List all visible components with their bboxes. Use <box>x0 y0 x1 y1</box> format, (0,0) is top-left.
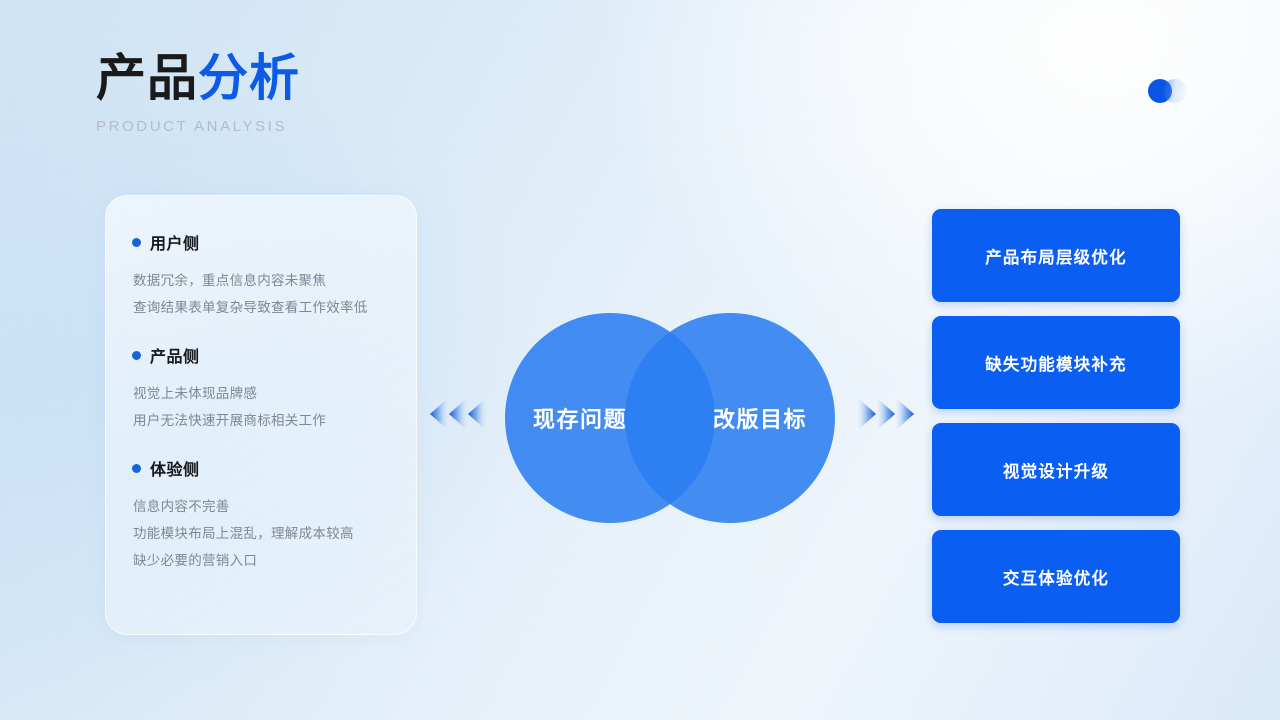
issue-line: 数据冗余，重点信息内容未聚焦 <box>133 273 327 288</box>
page-title-blue-part: 分析 <box>198 50 300 106</box>
issue-section-user: 用户侧 数据冗余，重点信息内容未聚焦 查询结果表单复杂导致查看工作效率低 <box>132 230 390 321</box>
goal-card-list: 产品布局层级优化 缺失功能模块补充 视觉设计升级 交互体验优化 <box>932 209 1180 623</box>
gradient-circle-icon <box>1163 79 1187 103</box>
venn-left-label: 现存问题 <box>532 407 627 432</box>
page-subtitle: PRODUCT ANALYSIS <box>96 118 288 135</box>
issue-section-product: 产品侧 视觉上未体现品牌感 用户无法快速开展商标相关工作 <box>132 343 390 434</box>
issues-panel: 用户侧 数据冗余，重点信息内容未聚焦 查询结果表单复杂导致查看工作效率低 产品侧… <box>105 195 417 635</box>
venn-right-label: 改版目标 <box>712 407 807 432</box>
issue-section-experience: 体验侧 信息内容不完善 功能模块布局上混乱，理解成本较高 缺少必要的营销入口 <box>132 456 390 574</box>
issue-section-experience-title: 体验侧 <box>150 462 200 479</box>
goal-card-label: 缺失功能模块补充 <box>985 355 1127 374</box>
page-title-dark-part: 产品 <box>96 50 198 106</box>
issue-line: 视觉上未体现品牌感 <box>133 386 258 401</box>
bullet-dot-icon <box>132 350 141 360</box>
page-header: 产品分析 PRODUCT ANALYSIS <box>96 52 300 135</box>
goal-card-label: 视觉设计升级 <box>1002 462 1110 481</box>
issue-section-experience-lines: 信息内容不完善 功能模块布局上混乱，理解成本较高 缺少必要的营销入口 <box>132 493 390 574</box>
goal-card[interactable]: 产品布局层级优化 <box>932 209 1180 302</box>
goal-card[interactable]: 视觉设计升级 <box>932 423 1180 516</box>
venn-diagram: 现存问题 改版目标 <box>505 313 835 523</box>
double-chevron-left-icon <box>428 392 488 436</box>
issue-line: 查询结果表单复杂导致查看工作效率低 <box>133 300 368 315</box>
issue-section-product-header: 产品侧 <box>132 343 390 367</box>
issue-section-product-title: 产品侧 <box>150 349 200 366</box>
bullet-dot-icon <box>132 237 141 247</box>
venn-circle-redesign-goals: 改版目标 <box>625 313 835 523</box>
goal-card[interactable]: 缺失功能模块补充 <box>932 316 1180 409</box>
issue-section-experience-header: 体验侧 <box>132 456 390 480</box>
issue-section-user-title: 用户侧 <box>150 236 200 253</box>
goal-card-label: 交互体验优化 <box>1002 569 1110 588</box>
issue-line: 功能模块布局上混乱，理解成本较高 <box>133 526 354 541</box>
issue-line: 缺少必要的营销入口 <box>133 553 258 568</box>
issue-section-product-lines: 视觉上未体现品牌感 用户无法快速开展商标相关工作 <box>132 380 390 434</box>
goal-card[interactable]: 交互体验优化 <box>932 530 1180 623</box>
issue-section-user-header: 用户侧 <box>132 230 390 254</box>
issue-line: 信息内容不完善 <box>133 499 230 514</box>
page-title: 产品分析 <box>96 52 300 104</box>
issue-section-user-lines: 数据冗余，重点信息内容未聚焦 查询结果表单复杂导致查看工作效率低 <box>132 267 390 321</box>
issue-line: 用户无法快速开展商标相关工作 <box>133 413 327 428</box>
double-chevron-right-icon <box>856 392 916 436</box>
bullet-dot-icon <box>132 463 141 473</box>
decoration-dots <box>1148 74 1202 108</box>
goal-card-label: 产品布局层级优化 <box>985 248 1127 267</box>
